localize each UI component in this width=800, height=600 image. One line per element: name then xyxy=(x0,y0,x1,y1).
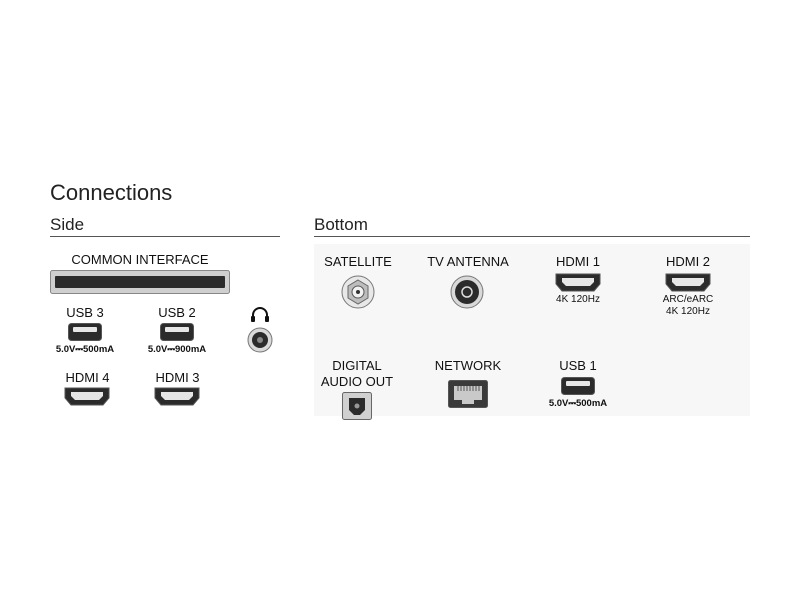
digital-audio-out-line2: AUDIO OUT xyxy=(320,374,394,389)
hdmi4-label: HDMI 4 xyxy=(65,370,110,385)
satellite-label: SATELLITE xyxy=(324,254,392,269)
hdmi2-label: HDMI 2 xyxy=(665,254,711,269)
satellite-port xyxy=(341,275,375,309)
hdmi1-label: HDMI 1 xyxy=(555,254,601,269)
headphone-jack xyxy=(247,327,273,353)
hdmi3-label: HDMI 3 xyxy=(155,370,200,385)
tv-antenna-label: TV ANTENNA xyxy=(427,254,509,269)
usb2-spec: 5.0V⎓900mA xyxy=(147,344,207,355)
hdmi2-spec-arc: ARC/eARC xyxy=(662,294,714,305)
network-label: NETWORK xyxy=(434,358,502,373)
hdmi4-port xyxy=(64,386,110,406)
page-title: Connections xyxy=(50,180,173,205)
hdmi2-spec-res: 4K 120Hz xyxy=(666,306,710,317)
usb2-port xyxy=(160,323,194,341)
side-divider xyxy=(50,236,280,237)
digital-audio-out-line1: DIGITAL xyxy=(332,358,382,373)
bottom-heading: Bottom xyxy=(314,215,368,234)
headphone-icon xyxy=(248,306,272,324)
hdmi3-port xyxy=(154,386,200,406)
side-heading: Side xyxy=(50,215,85,234)
network-port xyxy=(448,380,488,408)
usb1-label: USB 1 xyxy=(559,358,597,373)
usb3-label: USB 3 xyxy=(66,305,104,320)
bottom-divider xyxy=(314,236,750,237)
digital-audio-out-label: DIGITAL AUDIO OUT xyxy=(312,358,402,390)
common-interface-slot xyxy=(50,270,230,294)
common-interface-label: COMMON INTERFACE xyxy=(71,252,209,267)
tv-antenna-port xyxy=(450,275,484,309)
usb3-port xyxy=(68,323,102,341)
usb3-spec: 5.0V⎓500mA xyxy=(55,344,115,355)
bottom-panel xyxy=(314,244,750,416)
hdmi1-port xyxy=(555,272,601,292)
usb2-label: USB 2 xyxy=(158,305,196,320)
hdmi1-spec: 4K 120Hz xyxy=(556,294,600,305)
optical-audio-port xyxy=(342,392,372,420)
hdmi2-port xyxy=(665,272,711,292)
usb1-spec: 5.0V⎓500mA xyxy=(548,398,608,409)
usb1-port xyxy=(561,377,595,395)
